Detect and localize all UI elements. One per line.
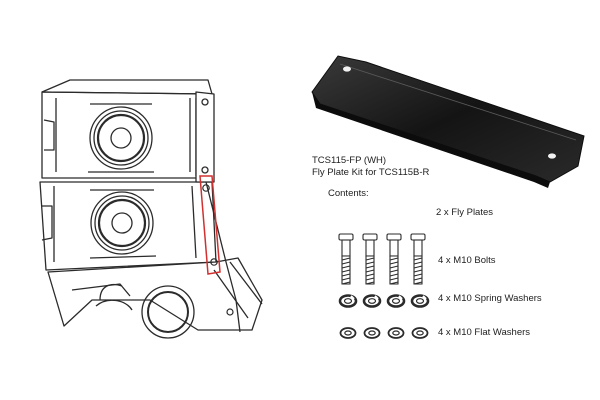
contents-heading: Contents: (328, 188, 369, 199)
middle-speaker-cabinet (39, 181, 217, 271)
contents-item-flat-washers: 4 x M10 Flat Washers (438, 327, 531, 338)
product-description: Fly Plate Kit for TCS115B-R (312, 167, 430, 178)
flat-washer-icon (363, 327, 381, 339)
contents-item-bolts: 4 x M10 Bolts (438, 255, 496, 266)
fly-plate-hole-right (548, 153, 556, 159)
flat-washer-icon (387, 327, 405, 339)
contents-item-fly-plates: 2 x Fly Plates (436, 207, 494, 218)
fly-plate-highlight (199, 175, 221, 275)
contents-item-spring-washers: 4 x M10 Spring Washers (438, 293, 542, 304)
top-speaker-cabinet (41, 79, 213, 179)
product-model: TCS115-FP (WH) (312, 155, 387, 166)
fly-plate-hole-left (343, 66, 351, 72)
flat-washer-icon (339, 327, 357, 339)
bottom-speaker-cabinets (47, 257, 263, 339)
flat-washer-icon (411, 327, 429, 339)
